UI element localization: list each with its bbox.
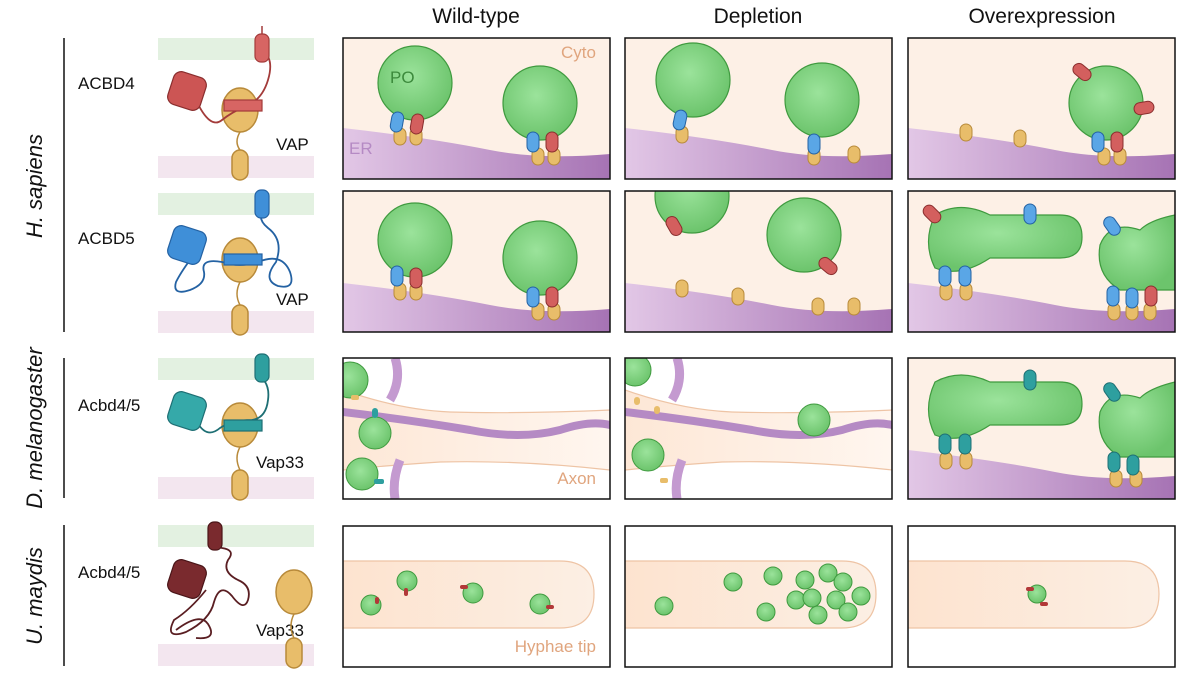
panel-dm-depletion xyxy=(625,358,892,499)
panel-acbd4-wild-type: Cyto PO ER xyxy=(343,38,610,179)
panel-dm-overexpression xyxy=(908,358,1175,499)
panel-acbd5-wild-type xyxy=(343,191,610,332)
label-cyto: Cyto xyxy=(561,43,596,62)
partner-label-vap33-2: Vap33 xyxy=(256,621,304,640)
partner-label-vap33-1: Vap33 xyxy=(256,453,304,472)
label-po: PO xyxy=(390,68,415,87)
label-hyphae-tip: Hyphae tip xyxy=(515,637,596,656)
species-label-h-sapiens: H. sapiens xyxy=(22,134,47,238)
panel-um-wild-type: Hyphae tip xyxy=(343,526,610,667)
species-label-d-melanogaster: D. melanogaster xyxy=(22,346,47,509)
schematic-acbd5 xyxy=(158,189,314,336)
column-title-wild-type: Wild-type xyxy=(432,5,520,28)
panel-acbd4-overexpression xyxy=(908,38,1175,179)
partner-label-vap-1: VAP xyxy=(276,135,309,154)
column-title-depletion: Depletion xyxy=(714,5,803,28)
panel-acbd5-depletion xyxy=(625,191,892,332)
schematic-dm-acbd45 xyxy=(158,353,314,501)
species-label-u-maydis: U. maydis xyxy=(22,547,47,645)
panel-dm-wild-type: Axon xyxy=(343,358,610,499)
panel-um-overexpression xyxy=(908,526,1175,667)
column-title-overexpression: Overexpression xyxy=(968,5,1115,28)
schematic-acbd4 xyxy=(158,26,314,181)
partner-label-vap-2: VAP xyxy=(276,290,309,309)
protein-label-um-acbd45: Acbd4/5 xyxy=(78,563,140,582)
protein-label-acbd5: ACBD5 xyxy=(78,229,135,248)
label-er: ER xyxy=(349,139,373,158)
schematic-um-acbd45 xyxy=(158,521,314,669)
panel-acbd5-overexpression xyxy=(908,191,1175,332)
protein-label-acbd4: ACBD4 xyxy=(78,74,135,93)
panel-acbd4-depletion xyxy=(625,38,892,179)
panel-um-depletion xyxy=(625,526,892,667)
label-axon: Axon xyxy=(557,469,596,488)
protein-label-dm-acbd45: Acbd4/5 xyxy=(78,396,140,415)
